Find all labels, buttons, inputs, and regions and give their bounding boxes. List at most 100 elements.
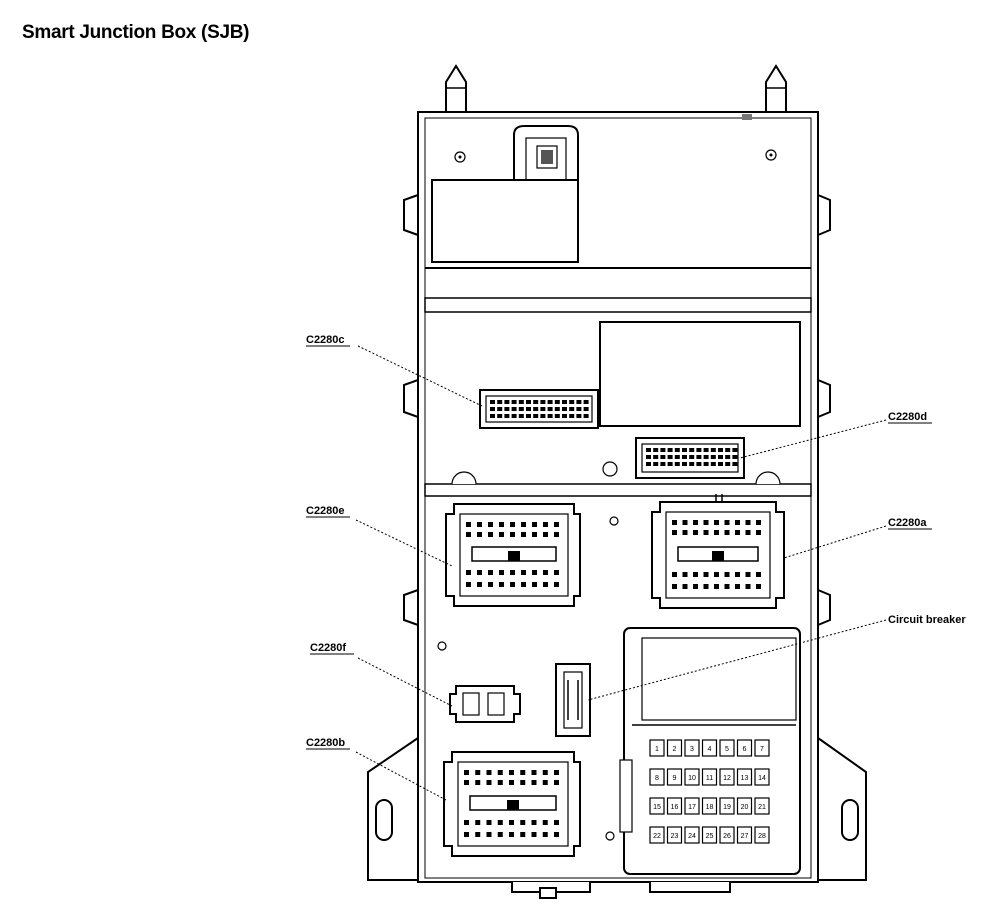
connector-c2280d — [635, 437, 745, 479]
connector-pin — [672, 584, 677, 589]
connector-pin — [646, 462, 651, 466]
connector-pin — [488, 570, 493, 575]
connector-pin — [499, 522, 504, 527]
connector-pin — [486, 832, 492, 837]
connector-pin — [486, 820, 492, 825]
connector-pin — [667, 448, 673, 452]
connector-pin — [533, 407, 539, 411]
fuse-slot: 28 — [754, 826, 770, 844]
divider-rail — [424, 297, 812, 313]
connector-pin — [703, 455, 709, 459]
connector-c2280e — [445, 503, 581, 607]
connector-pin — [486, 770, 492, 775]
connector-pin — [583, 400, 589, 404]
housing-inner-edge — [424, 117, 812, 879]
connector-pin — [521, 522, 526, 527]
connector-pin — [732, 455, 738, 459]
connector-pin — [547, 414, 553, 418]
connector-pin — [576, 407, 582, 411]
connector-pin — [542, 820, 548, 825]
connector-pin — [653, 448, 659, 452]
connector-pin — [718, 455, 723, 459]
connector-pin — [531, 780, 537, 785]
svg-text:28: 28 — [758, 833, 766, 840]
svg-text:26: 26 — [723, 833, 731, 840]
connector-pin — [693, 530, 698, 535]
connector-pin — [547, 407, 553, 411]
connector-pin — [497, 400, 503, 404]
side-clip — [403, 379, 419, 418]
svg-text:C2280b: C2280b — [306, 737, 345, 749]
connector-pin — [703, 530, 709, 535]
connector-pin — [710, 448, 716, 452]
fuse-slot: 25 — [701, 826, 718, 844]
connector-pin — [583, 407, 589, 411]
mounting-notch — [755, 471, 781, 485]
connector-pin — [710, 462, 716, 466]
svg-text:9: 9 — [673, 775, 677, 782]
connector-pin — [533, 400, 539, 404]
fuse-slot: 9 — [666, 768, 683, 786]
svg-text:19: 19 — [723, 804, 731, 811]
connector-pin — [466, 582, 471, 587]
connector-pin — [464, 770, 469, 775]
connector-pin — [674, 462, 680, 466]
connector-pin — [703, 448, 709, 452]
connector-c2280a — [651, 494, 785, 609]
connector-pin — [499, 570, 504, 575]
fuse-slot: 12 — [719, 768, 735, 786]
connector-pin — [735, 530, 740, 535]
connector-pin — [490, 407, 495, 411]
connector-pin — [756, 520, 761, 525]
connector-pin — [497, 780, 503, 785]
svg-text:1: 1 — [655, 746, 659, 753]
connector-pin — [682, 448, 687, 452]
divider-rail — [424, 483, 812, 497]
connector-pin — [576, 414, 582, 418]
fuse-slot: 15 — [649, 797, 665, 815]
fuse-slot: 16 — [666, 797, 683, 815]
connector-pin — [710, 455, 716, 459]
connector-pin — [488, 582, 493, 587]
connector-pin — [504, 400, 510, 404]
connector-pin — [718, 448, 723, 452]
connector-pin — [509, 820, 514, 825]
connector-pin — [667, 462, 673, 466]
connector-pin — [510, 532, 515, 537]
connector-pin — [672, 572, 677, 577]
connector-pin — [520, 780, 526, 785]
connector-pin — [532, 532, 537, 537]
connector-pin — [511, 400, 517, 404]
connector-pin — [509, 832, 514, 837]
fuse-slot: 6 — [736, 739, 753, 757]
connector-pin — [693, 584, 698, 589]
connector-pin — [569, 400, 575, 404]
connector-pin — [477, 570, 482, 575]
connector-pin — [540, 407, 546, 411]
connector-pin — [497, 820, 503, 825]
connector-pin — [735, 520, 740, 525]
svg-text:21: 21 — [758, 804, 766, 811]
connector-pin — [562, 414, 567, 418]
connector-pin — [712, 551, 724, 561]
connector-pin — [554, 780, 559, 785]
connector-pin — [696, 448, 702, 452]
connector-pin — [724, 520, 730, 525]
mounting-notch — [451, 471, 477, 485]
connector-pin — [497, 832, 503, 837]
connector-pin — [518, 400, 524, 404]
connector-pin — [509, 780, 514, 785]
connector-c2280b — [443, 751, 581, 857]
connector-pin — [682, 530, 688, 535]
connector-pin — [531, 832, 537, 837]
connector-pin — [703, 520, 709, 525]
svg-text:Circuit breaker: Circuit breaker — [888, 614, 966, 626]
label-c2280e: C2280e — [306, 505, 453, 567]
connector-pin — [714, 530, 719, 535]
pin-hole — [437, 641, 447, 651]
housing-marker — [742, 114, 752, 120]
svg-text:2: 2 — [673, 746, 677, 753]
side-clip — [817, 589, 831, 626]
connector-pin — [725, 448, 731, 452]
connector-pin — [518, 414, 524, 418]
